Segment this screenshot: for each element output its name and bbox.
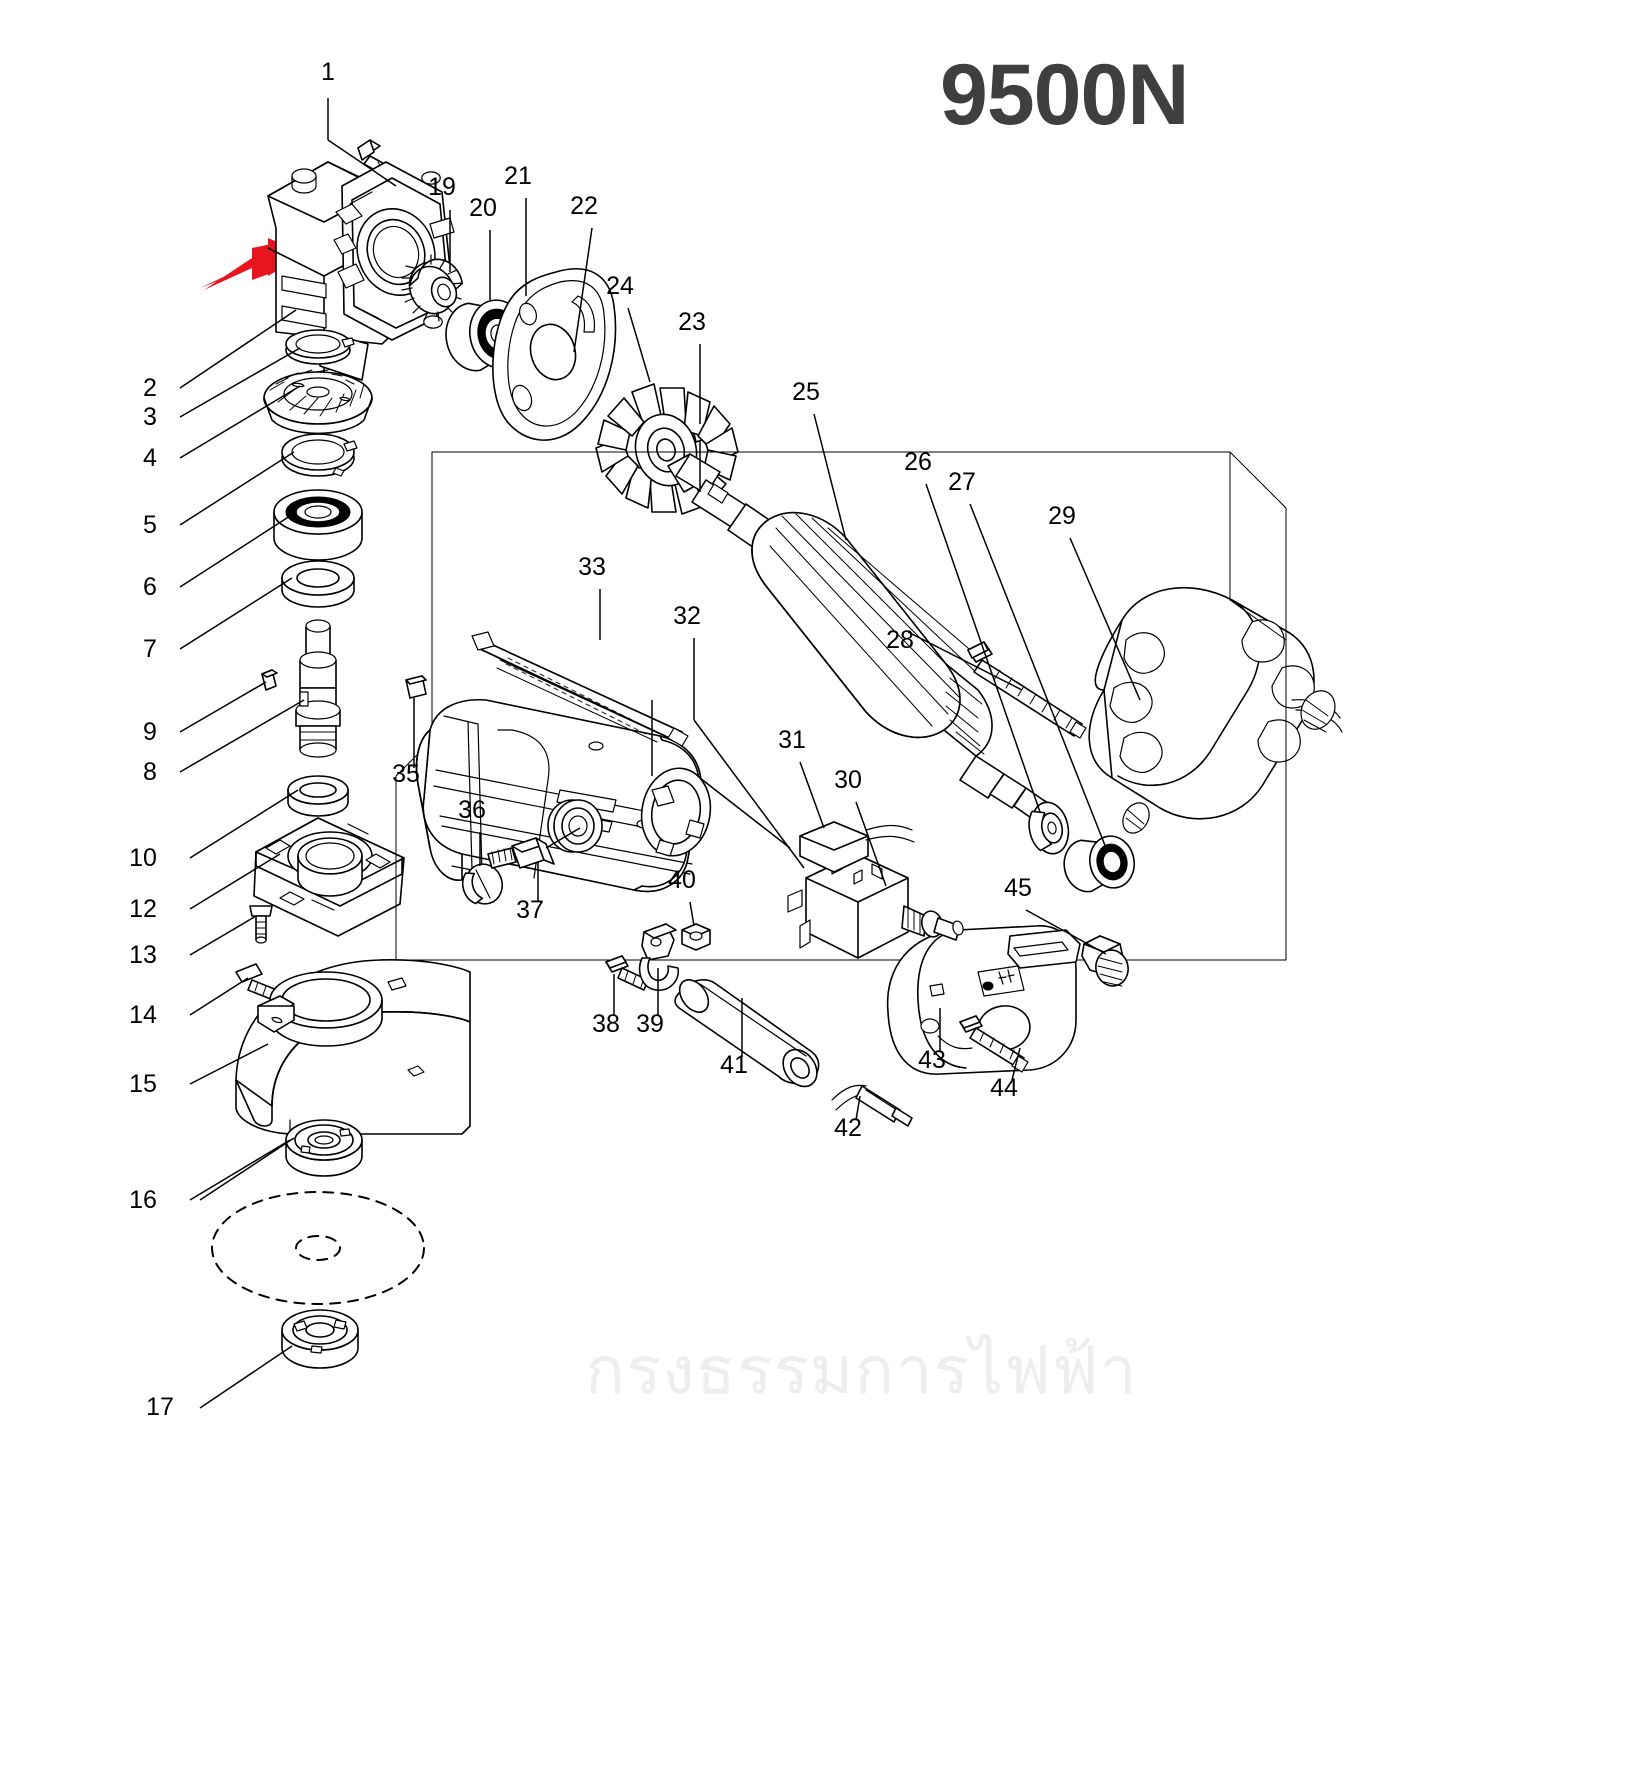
callout-number-39: 39 [636,1010,664,1038]
callout-number-38: 38 [592,1010,620,1038]
callout-number-43: 43 [918,1046,946,1074]
part-33-name-plate [471,631,689,747]
part-27-bearing-626 [1063,835,1135,893]
callout-number-29: 29 [1048,502,1076,530]
part-31-noise-suppressor [799,821,915,873]
callout-number-23: 23 [678,308,706,336]
callout-number-36: 36 [458,796,486,824]
callout-number-28: 28 [886,626,914,654]
callout-number-2: 2 [143,374,157,402]
callout-number-40: 40 [668,866,696,894]
callout-number-9: 9 [143,718,157,746]
callout-number-14: 14 [129,1001,157,1029]
part-7-flat-washer [281,560,355,608]
part-25-armature [667,453,1059,821]
callout-number-12: 12 [129,895,157,923]
callout-number-45: 45 [1004,874,1032,902]
callout-number-31: 31 [778,726,806,754]
part-43-handle-cover [886,925,1081,1075]
callout-number-1: 1 [321,58,335,86]
part-37-carbon-brush [487,837,555,869]
part-24-cooling-fan [595,383,739,515]
callout-number-8: 8 [143,758,157,786]
part-22-baffle-plate [492,268,617,441]
callout-number-25: 25 [792,378,820,406]
part-26-bearing-retainer [1028,801,1070,855]
callout-number-3: 3 [143,403,157,431]
part-35-housing-pin [405,675,427,699]
callout-number-42: 42 [834,1114,862,1142]
part-44-handle-screw [959,1015,1029,1073]
part-3-retaining-ring [285,329,355,365]
callout-number-4: 4 [143,444,157,472]
part-19-pinion-gear [401,254,464,322]
callout-number-44: 44 [990,1074,1018,1102]
watermark-text: กรงธรรมการไฟฟ้า [585,1332,1138,1409]
part-29-field-stator [1088,587,1343,834]
page-title: 9500N [940,47,1189,143]
callout-number-21: 21 [504,162,532,190]
callout-number-33: 33 [578,553,606,581]
part-38-clamp-screw [605,955,649,991]
part-45-strain-relief-nut [1081,935,1129,987]
callout-number-15: 15 [129,1070,157,1098]
part-4-bevel-gear [263,369,373,435]
part-41-cord-protector [674,979,820,1088]
part-42-power-cord [831,1084,913,1127]
callout-number-30: 30 [834,766,862,794]
part-36-brush-cap [461,863,504,905]
callout-number-24: 24 [606,272,634,300]
part-39-cord-clamp [638,923,680,991]
callout-number-19: 19 [428,173,456,201]
callout-layer [179,98,1141,1409]
callout-number-41: 41 [720,1051,748,1079]
callout-number-22: 22 [570,192,598,220]
callout-number-27: 27 [948,468,976,496]
callout-numbers: 1234567981012131415161719202122232425262… [129,58,1076,1421]
part-5-snap-ring [281,433,358,477]
callout-number-6: 6 [143,573,157,601]
part-13-screw [249,905,273,944]
grinding-wheel-outline [211,1191,425,1305]
callout-number-20: 20 [469,194,497,222]
part-40-clamp-nut [681,923,711,951]
callout-number-16: 16 [129,1186,157,1214]
callout-number-26: 26 [904,448,932,476]
part-17-lock-nut [281,1309,359,1369]
part-9-key [261,669,278,691]
callout-number-37: 37 [516,896,544,924]
callout-number-17: 17 [146,1393,174,1421]
part-10-rubber-ring [287,775,349,817]
callout-number-35: 35 [392,760,420,788]
part-16-inner-flange [285,1119,363,1177]
part-8-spindle [295,619,341,758]
callout-number-32: 32 [673,602,701,630]
callout-number-13: 13 [129,941,157,969]
callout-number-10: 10 [129,844,157,872]
part-6-ball-bearing [273,489,363,561]
callout-number-7: 7 [143,635,157,663]
callout-number-5: 5 [143,511,157,539]
part-15-wheel-guard [235,959,471,1135]
part-12-bearing-box-cover [253,817,405,937]
